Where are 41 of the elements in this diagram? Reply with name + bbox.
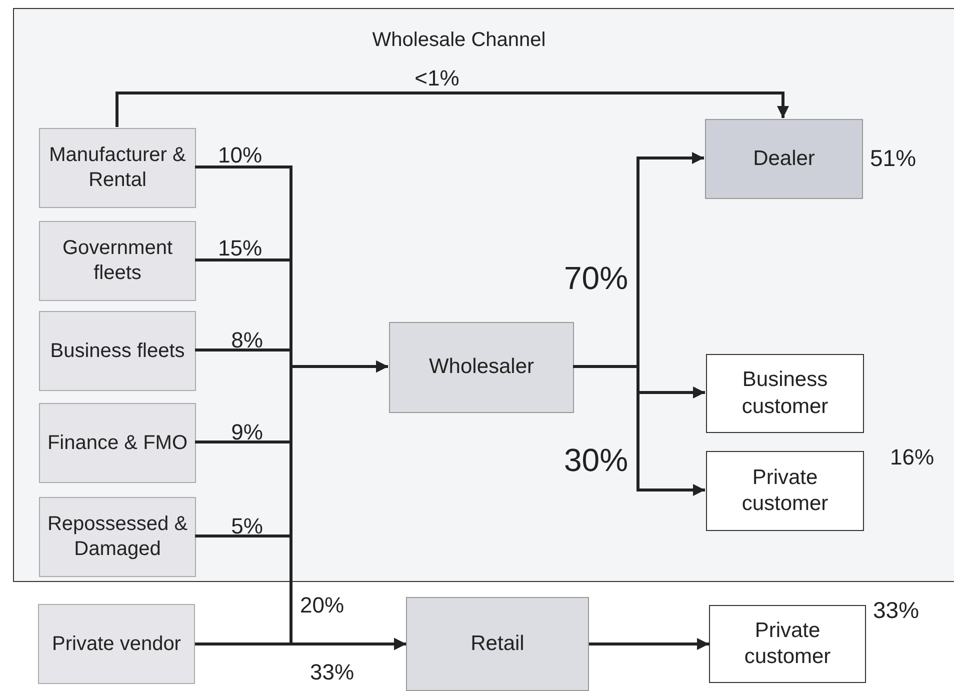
node-label: Finance & FMO <box>47 430 188 456</box>
percentage-label: 51% <box>870 144 916 173</box>
node-label: Repossessed & Damaged <box>46 512 189 562</box>
percentage-label: 16% <box>890 444 934 472</box>
node-label: Business fleets <box>50 338 185 364</box>
edge-label: 10% <box>218 142 262 170</box>
process-box <box>39 403 196 483</box>
node-label: Private customer <box>743 618 832 670</box>
node-label: Private customer <box>740 464 830 517</box>
channel-panel <box>13 8 954 582</box>
node-label: Private vendor <box>52 632 181 656</box>
percentage-label: 20% <box>300 592 344 620</box>
connector-arrow <box>573 365 705 496</box>
process-box <box>38 604 195 684</box>
process-box <box>39 311 196 391</box>
edge-label: 70% <box>564 259 628 298</box>
edge-label: 8% <box>231 326 263 354</box>
process-box <box>39 221 196 301</box>
process-box <box>389 322 574 413</box>
edge-label: 9% <box>231 418 263 446</box>
panel-heading: Wholesale Channel <box>371 28 547 53</box>
process-box <box>406 597 589 691</box>
node-label: Dealer <box>753 146 815 172</box>
edge-label: 5% <box>231 512 263 540</box>
node-label: Business customer <box>740 367 830 420</box>
process-box <box>39 128 196 208</box>
connector-arrow <box>195 638 406 650</box>
process-box <box>706 451 864 531</box>
node-label: Manufacturer & Rental <box>48 143 187 193</box>
node-label: Wholesaler <box>428 354 534 380</box>
connector-arrow <box>116 92 789 127</box>
connector-arrow <box>589 638 709 650</box>
process-box <box>706 354 864 433</box>
percentage-label: 30% <box>564 441 628 480</box>
percentage-label: 33% <box>873 596 920 625</box>
edge-label: 15% <box>218 234 262 262</box>
node-label: Retail <box>470 630 524 657</box>
edge-label: <1% <box>414 64 460 92</box>
process-box <box>39 497 196 577</box>
edge-label: 33% <box>310 658 354 686</box>
node-label: Government fleets <box>61 236 174 286</box>
